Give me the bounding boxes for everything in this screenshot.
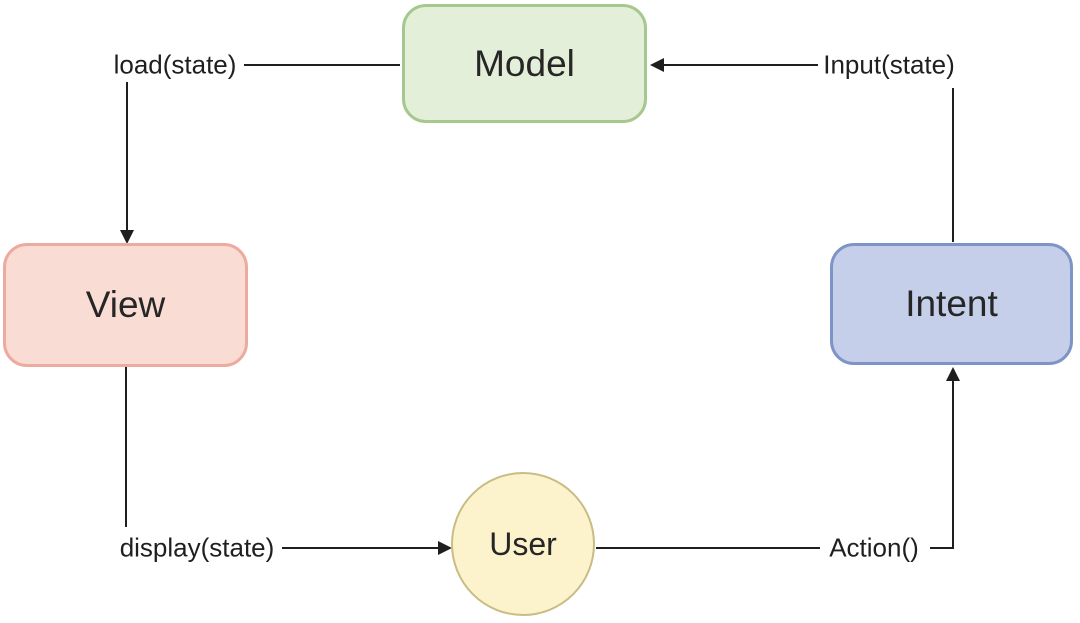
edge-label-action: Action() [826,534,922,563]
arrowhead-left-icon [650,58,664,72]
edge-user-to-intent [596,367,960,549]
arrowhead-down-icon [120,230,134,244]
node-model: Model [402,4,647,123]
edge-label-display-state: display(state) [116,534,278,563]
edge-model-to-view [120,64,400,244]
node-user-label: User [489,525,557,562]
arrowhead-right-icon [438,541,452,555]
edge-label-input-state: Input(state) [820,51,958,80]
edge-label-load-state: load(state) [110,51,240,80]
arrowhead-up-icon [946,367,960,381]
node-intent-label: Intent [905,283,998,324]
edge-view-to-user [125,367,452,555]
node-intent: Intent [830,243,1073,365]
node-user: User [451,472,595,616]
edge-segment [930,381,954,549]
edge-intent-to-model [650,58,954,242]
node-view: View [3,243,248,367]
node-view-label: View [85,284,166,325]
node-model-label: Model [474,42,575,84]
